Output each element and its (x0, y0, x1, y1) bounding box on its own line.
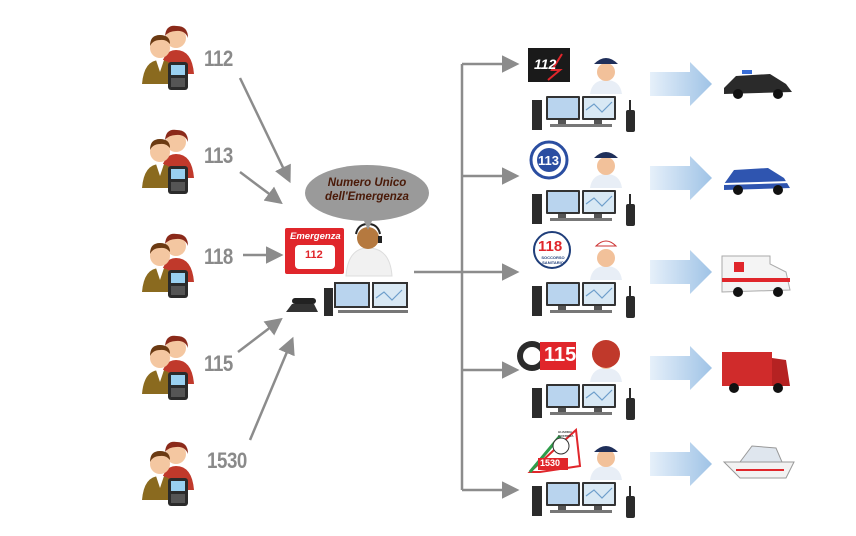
logo-115-icon (517, 341, 576, 371)
bubble-line-2: dell'Emergenza (325, 191, 409, 203)
caller-icon-113 (142, 129, 194, 194)
logo-113-text: 113 (538, 153, 559, 168)
caller-number-113: 113 (204, 143, 233, 168)
police-car-icon (723, 168, 791, 195)
logo-112-text: 112 (534, 56, 557, 72)
flow-arrow-113 (650, 156, 712, 200)
caller-icon-1530 (142, 441, 194, 506)
logo-112-icon (528, 48, 570, 82)
logo-115-text: 115 (544, 344, 577, 366)
logo-113-icon (529, 140, 569, 180)
arrow-113-to-center (239, 171, 283, 205)
fire-truck-icon (722, 352, 790, 393)
emergency-card-title: Emergenza (290, 231, 341, 242)
bubble-line-1: Numero Unico (327, 177, 407, 189)
speech-bubble-text: Numero Unico dell'Emergenza (305, 176, 429, 204)
flow-arrow-112 (650, 62, 712, 106)
caller-number-1530: 1530 (207, 448, 247, 473)
emergency-card-badge (295, 245, 335, 269)
logo-1530-subtext: GUARDIA COSTIERA (558, 430, 574, 438)
flow-arrow-118 (650, 250, 712, 294)
logo-118-text: 118 (538, 238, 563, 255)
logo-1530-icon (527, 427, 582, 473)
caller-icon-118 (142, 233, 194, 298)
caller-number-118: 118 (204, 244, 233, 269)
coast-guard-boat-icon (722, 445, 795, 479)
carabinieri-car-icon (724, 70, 792, 99)
speech-bubble-tail (360, 212, 376, 230)
arrow-1530-to-center (248, 336, 295, 441)
central-operator-icon (286, 222, 408, 316)
caller-icon-112 (142, 25, 194, 90)
logo-118-subtext: SOCCORSO SANITARIO (541, 255, 565, 265)
flow-arrow-115 (650, 346, 712, 390)
flow-arrow-1530 (650, 442, 712, 486)
logo-1530-text: 1530 (540, 458, 561, 468)
caller-number-115: 115 (204, 351, 233, 376)
arrow-112-to-center (238, 77, 291, 184)
logo-118-icon (533, 231, 571, 269)
caller-number-112: 112 (204, 46, 233, 71)
speech-bubble (305, 165, 429, 221)
caller-icon-115 (142, 335, 194, 400)
emergency-card-number: 112 (305, 249, 323, 261)
arrow-115-to-center (237, 317, 283, 353)
ambulance-icon (721, 255, 791, 297)
